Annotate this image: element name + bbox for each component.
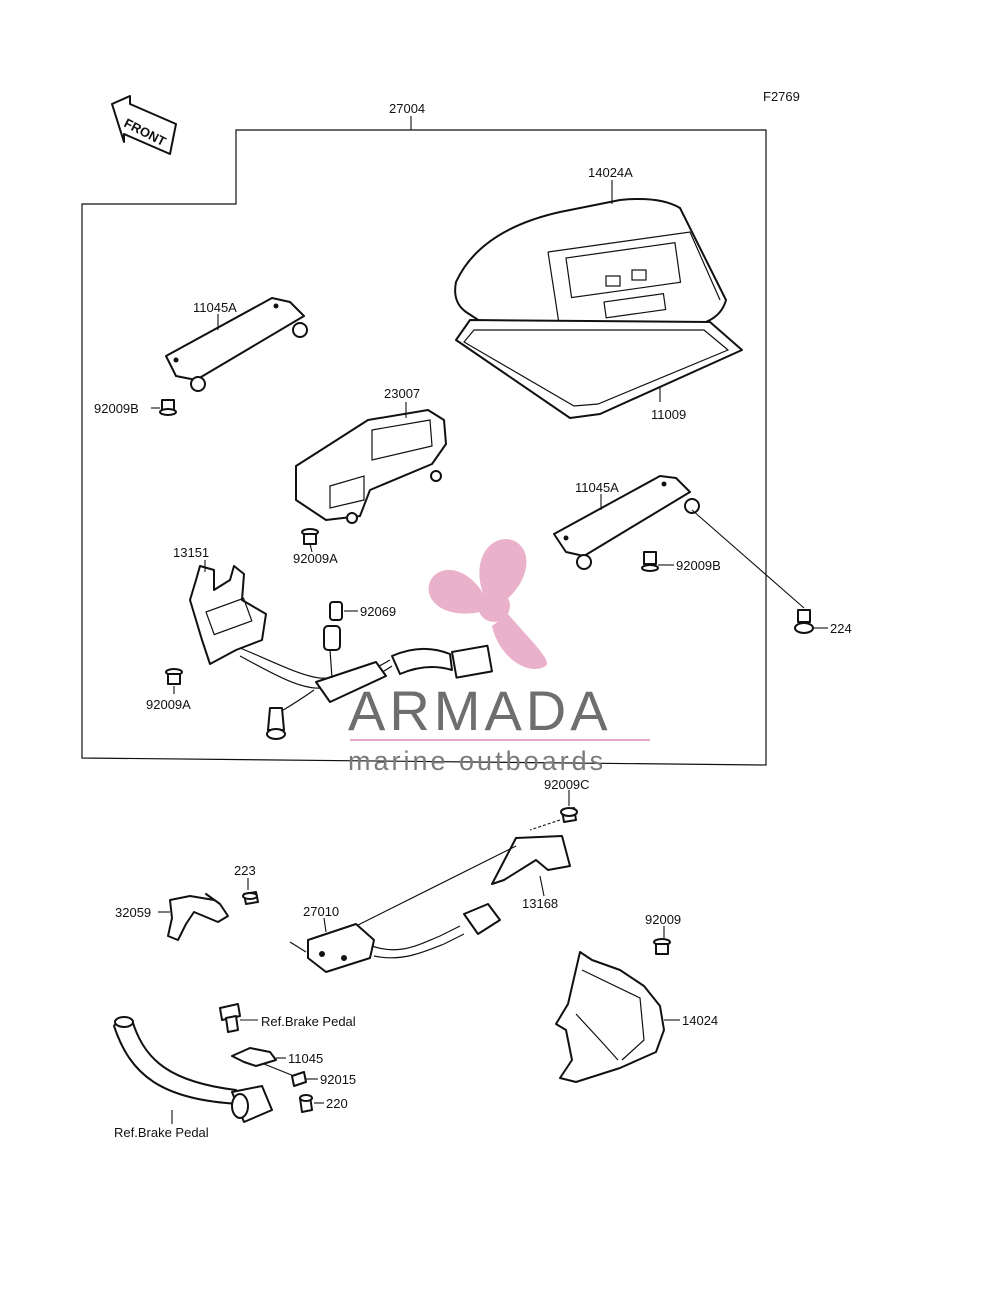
cover-seal <box>455 319 743 419</box>
bolt-c <box>560 807 578 823</box>
screw-223 <box>242 891 259 905</box>
bolt-b-left <box>159 399 177 416</box>
label-socket: 92069 <box>360 604 396 619</box>
label-ref-brake-upper: Ref.Brake Pedal <box>261 1014 356 1029</box>
brake-switch-27010 <box>289 903 501 973</box>
stay-13168 <box>339 835 571 935</box>
label-bolt-b-right: 92009B <box>676 558 721 573</box>
brake-pedal-arm <box>113 1016 273 1123</box>
label-bolt-c: 92009C <box>544 777 590 792</box>
label-cover: 14024A <box>588 165 633 180</box>
bracket-11045 <box>231 1047 277 1067</box>
label-assembly: 27004 <box>389 101 425 116</box>
socket-92069 <box>329 601 343 621</box>
watermark-tagline: marine outboards <box>348 746 606 776</box>
label-screw-220: 220 <box>326 1096 348 1111</box>
bracket-32059 <box>167 893 229 941</box>
front-arrow-icon: FRONT <box>111 95 177 155</box>
label-bracket-left: 11045A <box>193 300 237 315</box>
label-bolt-b-left: 92009B <box>94 401 139 416</box>
label-bracket-32059: 32059 <box>115 905 151 920</box>
label-clip: 92015 <box>320 1072 356 1087</box>
diagram-code: F2769 <box>763 89 800 104</box>
meter-holder <box>295 409 447 524</box>
label-holder: 23007 <box>384 386 420 401</box>
label-bolt-a-mid: 92009A <box>293 551 338 566</box>
label-ref-brake-lower: Ref.Brake Pedal <box>114 1125 209 1140</box>
clip-92015 <box>291 1071 307 1087</box>
bolt-92009 <box>653 938 671 955</box>
screw-224 <box>794 609 814 634</box>
label-bolt-92009: 92009 <box>645 912 681 927</box>
bolt-ref-brake <box>219 1003 241 1033</box>
bolt-a-low <box>165 668 183 685</box>
label-switch-27010: 27010 <box>303 904 339 919</box>
label-seal: 11009 <box>651 407 686 422</box>
armada-logo <box>428 539 548 669</box>
bracket-left <box>165 297 308 392</box>
label-stay: 13168 <box>522 896 558 911</box>
guard-14024 <box>555 951 665 1083</box>
label-bracket-11045: 11045 <box>288 1051 323 1066</box>
switch-unit <box>189 565 493 740</box>
label-switch: 13151 <box>173 545 209 560</box>
label-guard: 14024 <box>682 1013 718 1028</box>
label-screw-223: 223 <box>234 863 256 878</box>
bolt-a-mid <box>301 528 319 545</box>
assembly-outline <box>81 129 767 766</box>
label-bolt-a-low: 92009A <box>146 697 191 712</box>
label-screw-224: 224 <box>830 621 852 636</box>
screw-220 <box>299 1094 313 1113</box>
bolt-b-right <box>641 551 659 572</box>
watermark-brand: ARMADA <box>348 679 612 742</box>
label-bracket-right: 11045A <box>575 480 619 495</box>
bracket-right <box>553 475 700 570</box>
